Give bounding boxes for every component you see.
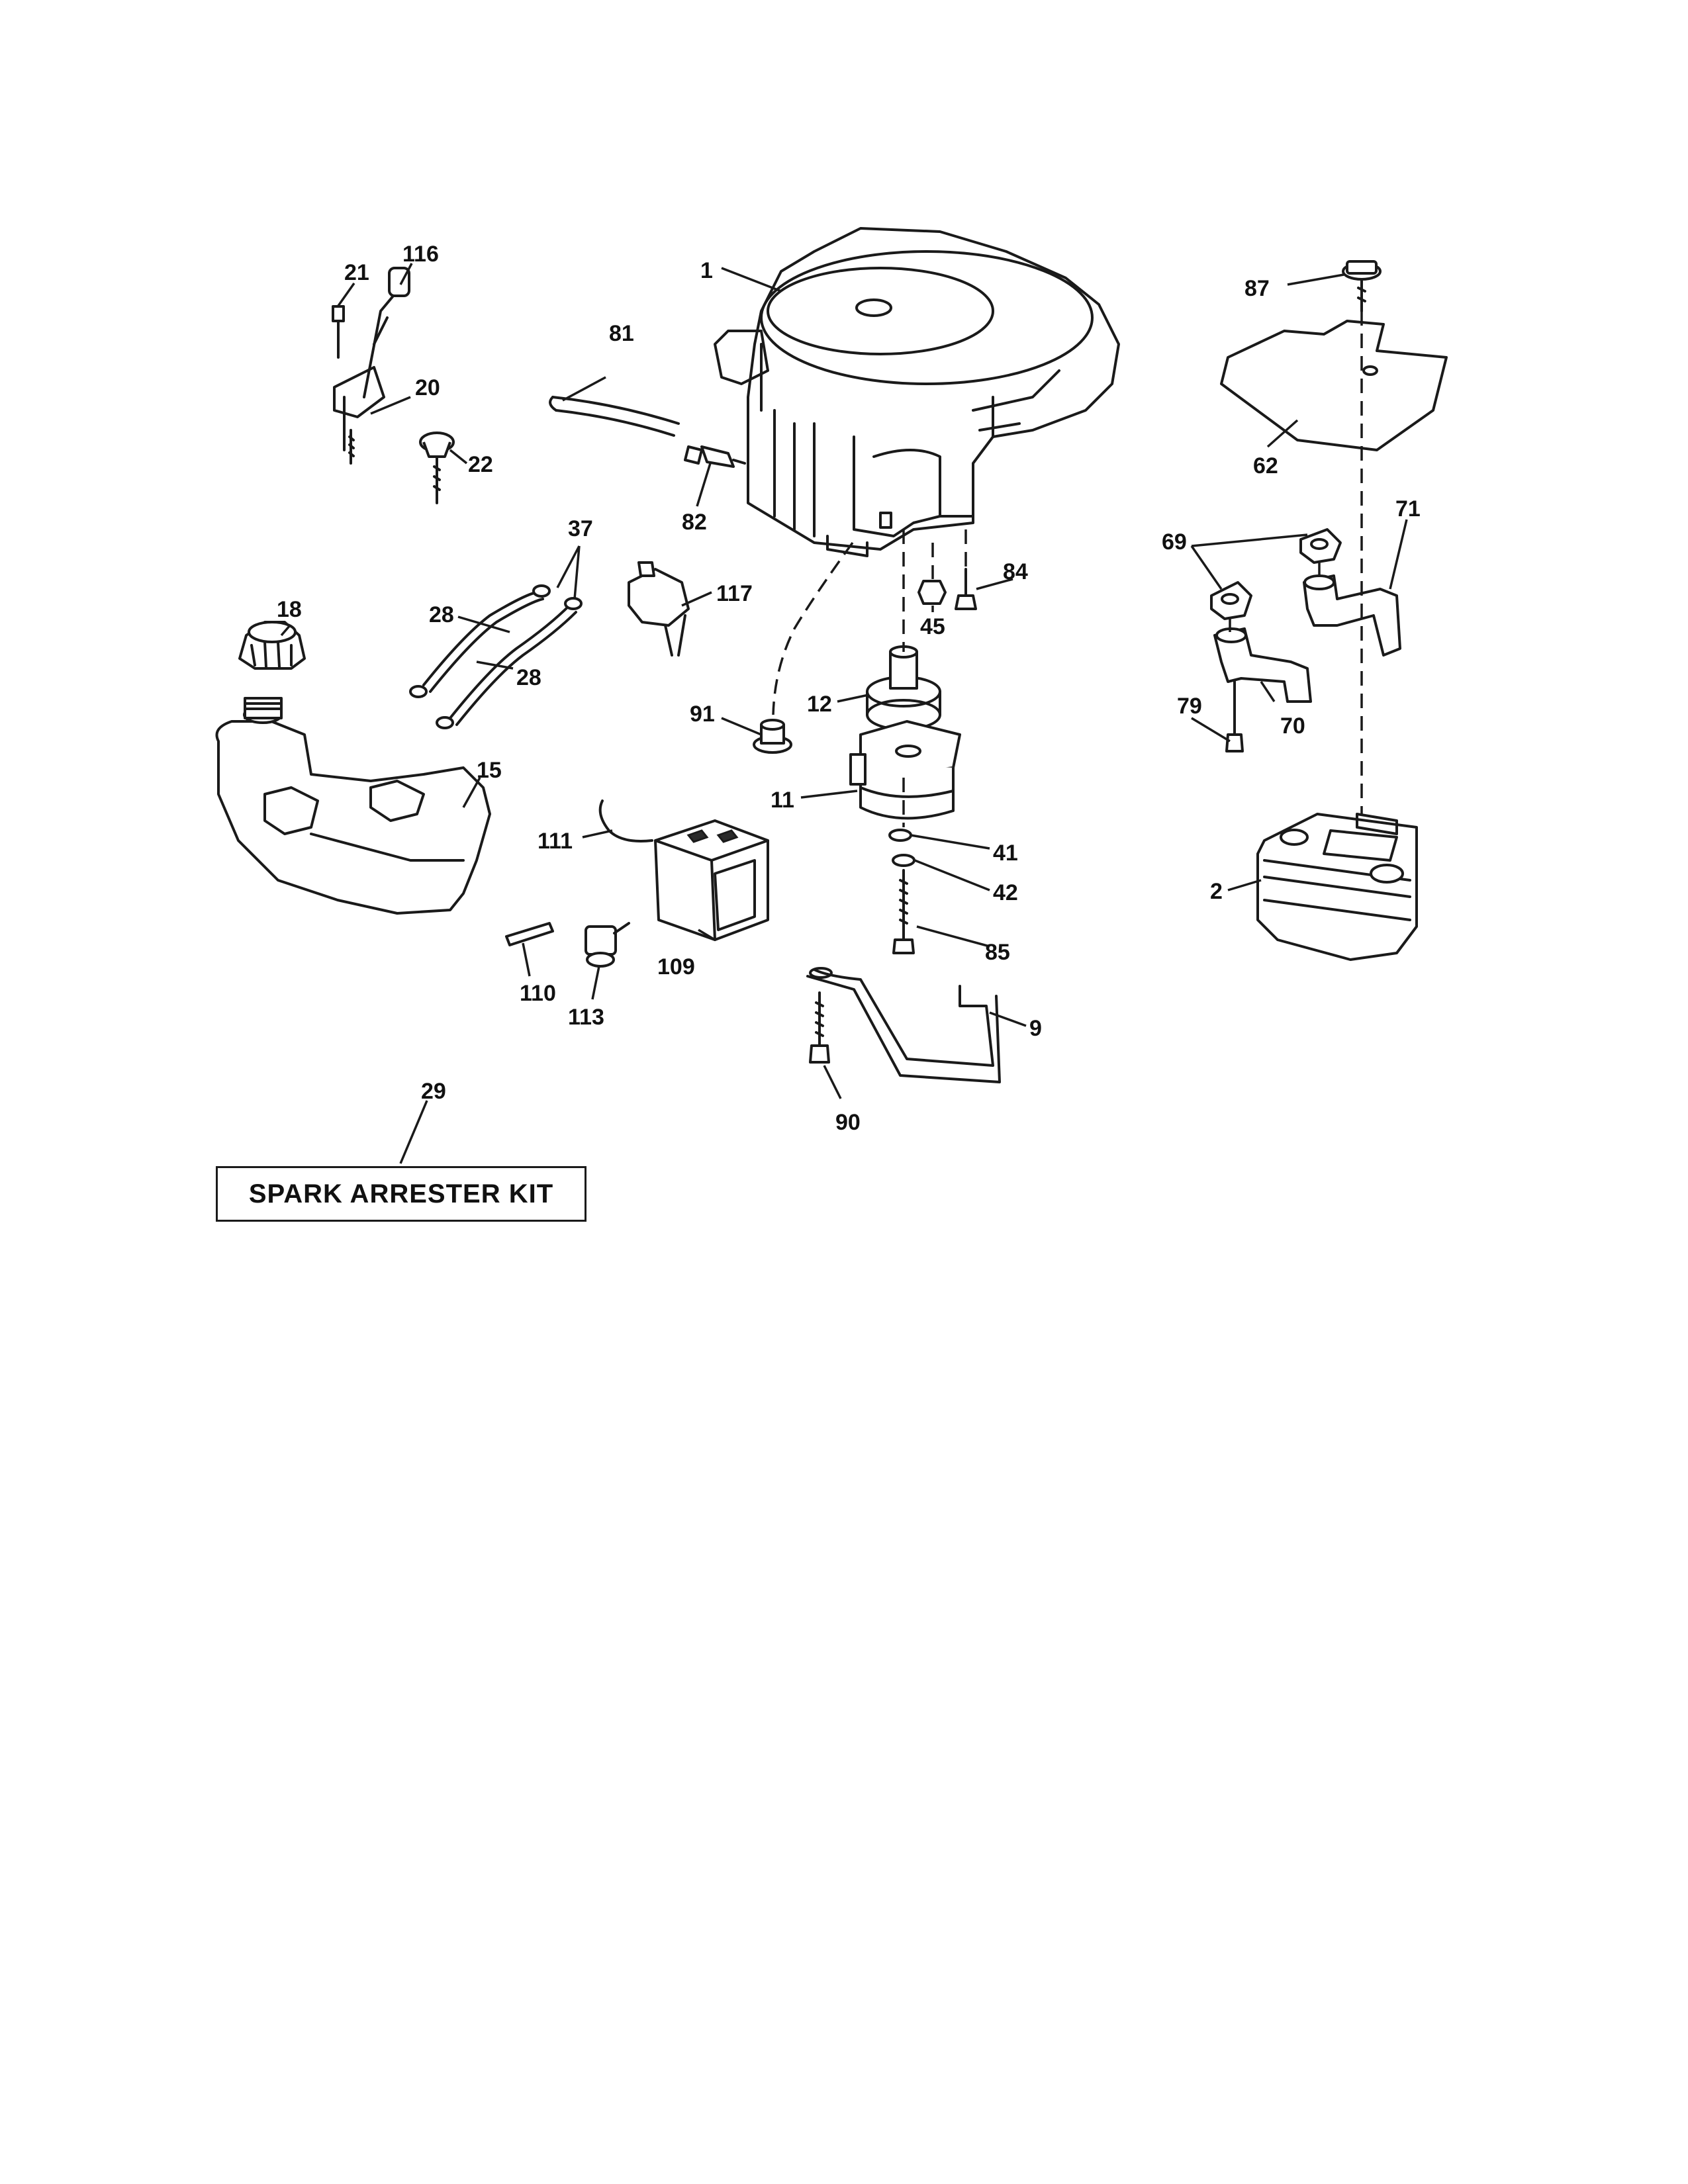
fuel-lines — [409, 584, 583, 729]
callout-42: 42 — [993, 880, 1018, 905]
callout-21: 21 — [344, 260, 369, 285]
throttle-control — [332, 267, 410, 465]
callout-109: 109 — [657, 954, 695, 979]
callout-28b: 28 — [516, 665, 541, 690]
callout-41: 41 — [993, 841, 1018, 866]
callout-87: 87 — [1244, 276, 1270, 301]
callout-90: 90 — [835, 1110, 861, 1135]
callout-1: 1 — [700, 258, 713, 283]
washer-42 — [892, 854, 915, 867]
callout-69: 69 — [1162, 529, 1187, 555]
exhaust-pipe-71 — [1303, 574, 1401, 657]
callout-91: 91 — [690, 702, 715, 727]
callout-18: 18 — [277, 597, 302, 622]
fuel-cap — [238, 621, 306, 670]
assembly-center-lines — [772, 311, 1363, 827]
callout-29: 29 — [421, 1079, 446, 1104]
bolt-90 — [809, 991, 830, 1064]
grommet-91 — [753, 719, 792, 754]
muffler — [1256, 813, 1418, 961]
callout-70: 70 — [1280, 713, 1305, 739]
fuel-filter-113 — [585, 922, 630, 968]
engine-assembly — [714, 227, 1120, 557]
knob-87 — [1342, 260, 1382, 312]
callout-20: 20 — [415, 375, 440, 400]
callout-45: 45 — [920, 614, 945, 639]
fuse-holder-110 — [505, 922, 554, 946]
bolt-79 — [1225, 680, 1244, 752]
engine-pulley — [866, 645, 941, 731]
spark-arrester-kit-box: SPARK ARRESTER KIT — [216, 1166, 586, 1222]
exhaust-pipe-70 — [1213, 627, 1312, 703]
battery-109 — [654, 819, 769, 941]
callout-12: 12 — [807, 692, 832, 717]
fuel-shutoff-valve — [628, 561, 690, 657]
callout-37: 37 — [568, 516, 593, 541]
callout-2: 2 — [1210, 879, 1223, 904]
callout-79: 79 — [1177, 694, 1202, 719]
callout-111: 111 — [538, 829, 573, 854]
callout-71: 71 — [1395, 496, 1421, 522]
choke-knob — [419, 432, 455, 504]
fuel-tank — [215, 697, 491, 915]
bracket-9 — [806, 967, 1001, 1083]
spark-arrester-kit-label: SPARK ARRESTER KIT — [248, 1179, 554, 1208]
heat-shield-62 — [1220, 320, 1448, 451]
callout-82: 82 — [682, 510, 707, 535]
callout-22: 22 — [468, 452, 493, 477]
nut-45 — [917, 580, 947, 605]
callout-110: 110 — [520, 981, 556, 1006]
callout-116: 116 — [402, 242, 439, 267]
washer-41 — [888, 829, 912, 842]
gasket-69 — [1210, 528, 1342, 620]
callout-leaders — [280, 263, 1408, 1164]
fuel-line-81 — [549, 396, 746, 468]
callout-9: 9 — [1029, 1016, 1042, 1041]
callout-62: 62 — [1253, 453, 1278, 478]
bolt-84 — [955, 568, 977, 610]
callout-11: 11 — [771, 788, 794, 813]
wire-111 — [598, 799, 653, 842]
callout-15: 15 — [477, 758, 502, 783]
electric-clutch — [849, 720, 961, 820]
callout-117: 117 — [716, 581, 753, 606]
callout-113: 113 — [568, 1005, 604, 1030]
callout-85: 85 — [985, 940, 1010, 965]
callout-labels: 1 2 9 11 12 15 18 20 21 22 28 28 29 37 4… — [277, 242, 1421, 1135]
callout-28a: 28 — [429, 602, 454, 627]
callout-81: 81 — [609, 321, 634, 346]
callout-84: 84 — [1003, 559, 1028, 584]
bolt-85 — [892, 869, 915, 954]
